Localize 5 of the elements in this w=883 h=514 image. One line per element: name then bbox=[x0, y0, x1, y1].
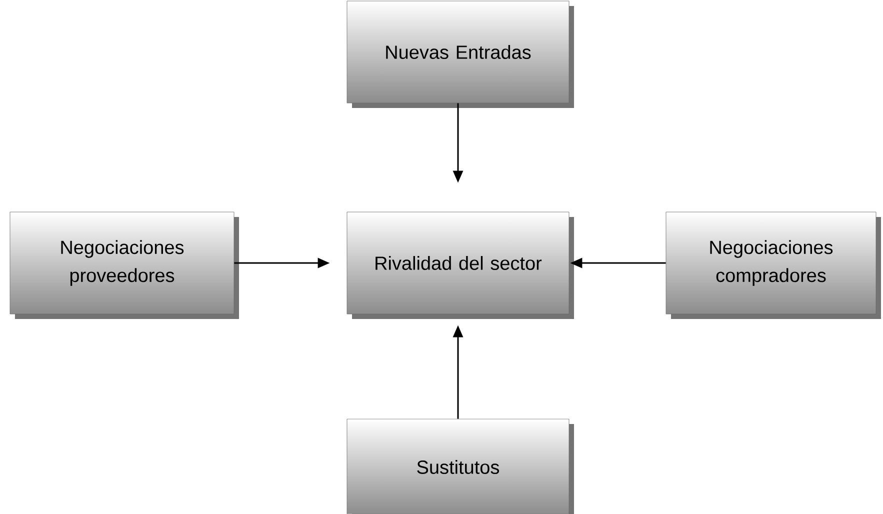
process-box: Sustitutos bbox=[346, 418, 574, 514]
process-box: Nuevas Entradas bbox=[346, 0, 574, 108]
process-box: Negociaciones compradores bbox=[666, 212, 881, 319]
process-box: Rivalidad del sector bbox=[346, 212, 574, 319]
process-box: Negociaciones proveedores bbox=[10, 212, 239, 319]
